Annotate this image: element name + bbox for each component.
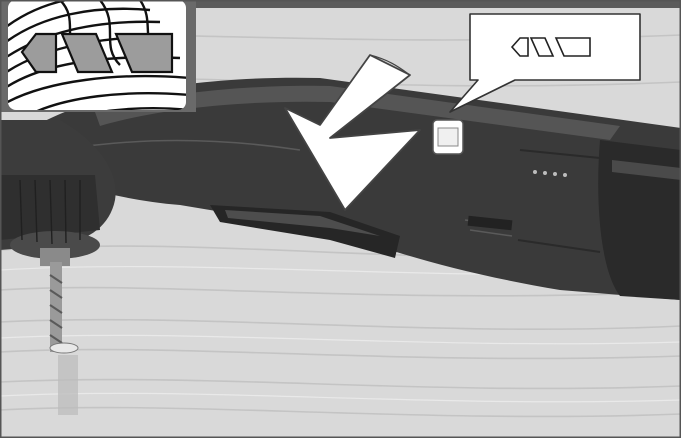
speed-indicator	[22, 34, 172, 72]
speed-switch-icon	[433, 120, 463, 154]
inset-panel	[0, 0, 196, 130]
